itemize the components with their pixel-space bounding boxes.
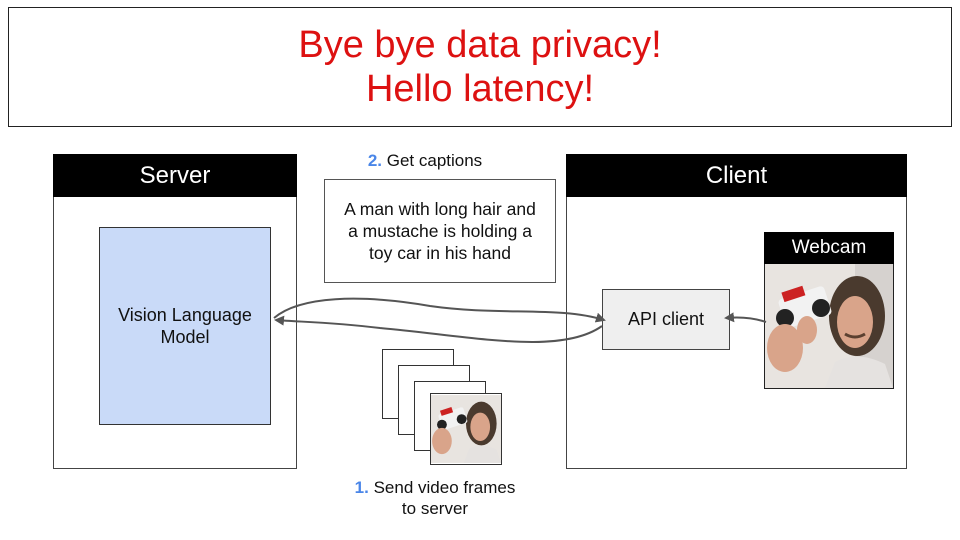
api-client-label: API client	[627, 309, 705, 329]
webcam-photo-icon	[765, 264, 893, 388]
step-1-number: 1.	[354, 478, 369, 497]
video-frame-4	[430, 393, 502, 465]
vision-language-model-box: Vision Language Model	[99, 227, 271, 425]
webcam-box: Webcam	[764, 232, 894, 389]
frame-photo-icon	[431, 395, 501, 463]
server-header: Server	[53, 154, 297, 197]
api-client-box: API client	[602, 289, 730, 350]
step-1-text-line-1: Send video frames	[373, 478, 516, 497]
step-2-text: Get captions	[386, 151, 483, 170]
caption-text: A man with long hair and a mustache is h…	[344, 199, 536, 263]
vision-language-model-label: Vision Language Model	[118, 305, 252, 347]
title-line-2: Hello latency!	[365, 68, 595, 110]
step-1-text-line-2: to server	[401, 499, 469, 518]
client-header: Client	[566, 154, 907, 197]
title-line-1: Bye bye data privacy!	[298, 24, 662, 66]
title-banner: Bye bye data privacy! Hello latency!	[8, 7, 952, 127]
model-to-api-arrow	[273, 297, 606, 323]
api-to-model-arrow	[274, 315, 603, 343]
step-1-label: 1. Send video frames to server	[330, 477, 540, 519]
caption-box: A man with long hair and a mustache is h…	[324, 179, 556, 283]
step-2-number: 2.	[367, 151, 382, 170]
step-2-label: 2. Get captions	[330, 150, 520, 171]
webcam-header: Webcam	[764, 232, 894, 264]
